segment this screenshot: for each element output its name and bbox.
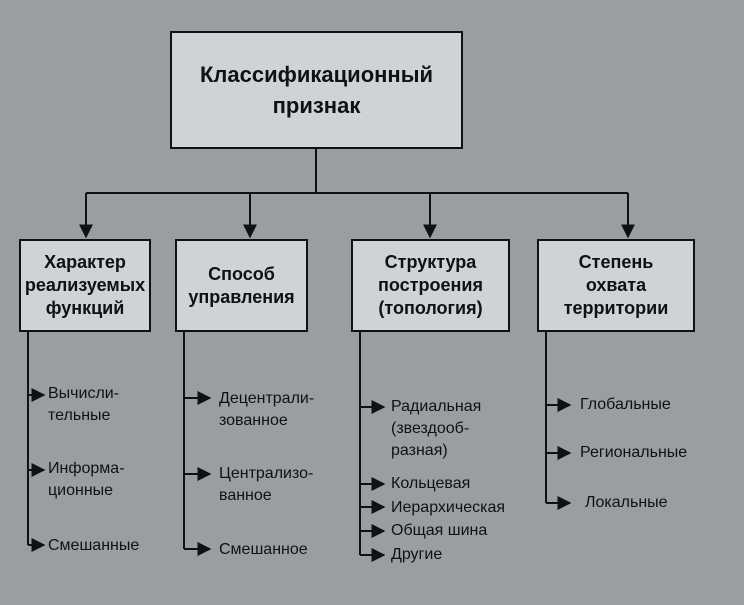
category-label: Степень охвата территории (563, 252, 669, 318)
category-box-topology: Структура построения (топология) (351, 239, 510, 332)
root-classification-box: Классификационный признак (170, 31, 463, 149)
list-item-radial: Радиальная (звездооб- разная) (391, 398, 482, 459)
list-item-other: Другие (391, 546, 443, 563)
root-label: Классификационный признак (199, 62, 434, 118)
category-label: Способ управления (188, 263, 295, 307)
list-item-common-bus: Общая шина (391, 522, 488, 539)
list-item-mixed-control: Смешанное (219, 541, 308, 558)
category-box-territory: Степень охвата территории (537, 239, 695, 332)
root-connectors (79, 149, 635, 239)
category-label: Структура построения (топология) (378, 252, 483, 318)
category-box-control: Способ управления (175, 239, 308, 332)
category-label: Характер реализуемых функций (24, 252, 146, 318)
list-item-informational: Информа- ционные (48, 460, 125, 499)
list-item-hierarchical: Иерархическая (391, 499, 505, 516)
list-item-mixed-functions: Смешанные (48, 537, 140, 554)
list-item-computational: Вычисли- тельные (48, 385, 120, 424)
list-item-decentralized: Децентрали- зованное (219, 390, 315, 429)
list-item-local: Локальные (585, 494, 668, 511)
list-item-regional: Региональные (580, 444, 688, 461)
list-item-ring: Кольцевая (391, 475, 471, 492)
item-connectors (27, 332, 572, 562)
list-item-centralized: Централизо- ванное (219, 465, 314, 504)
list-item-global: Глобальные (580, 396, 671, 413)
category-box-functions: Характер реализуемых функций (19, 239, 151, 332)
